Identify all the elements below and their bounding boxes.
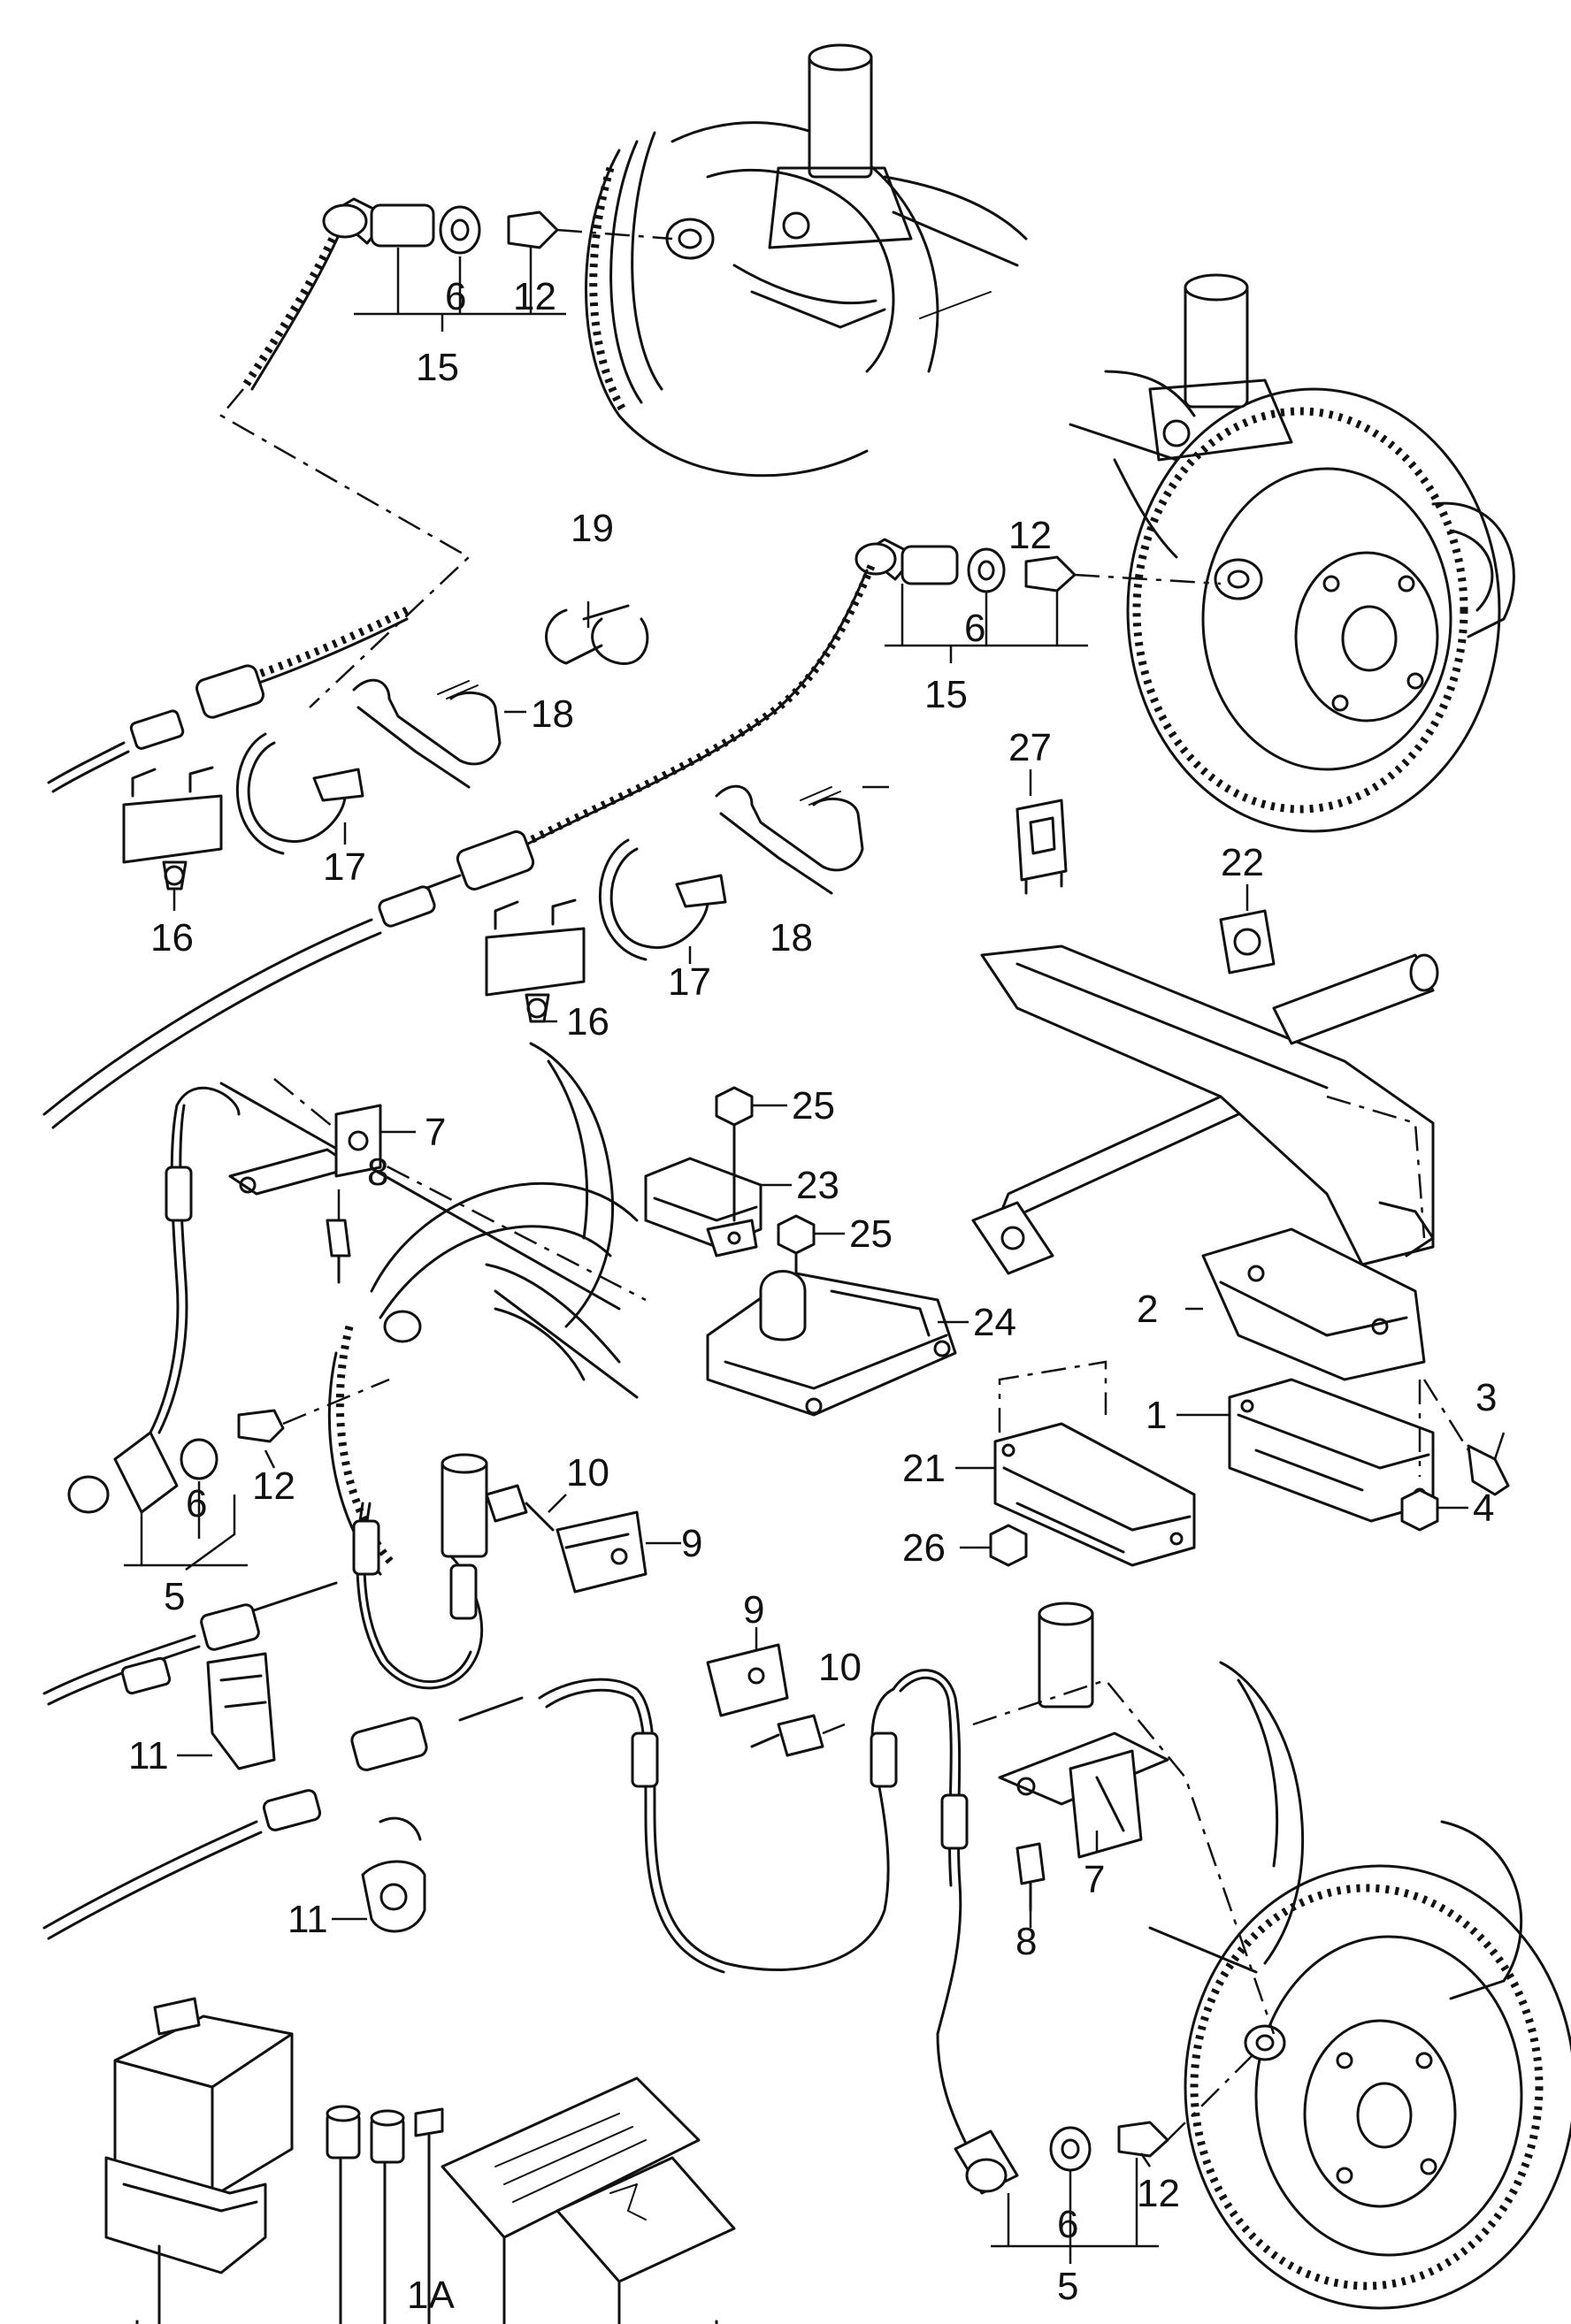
- callout-12-left: 12: [252, 1464, 295, 1508]
- callout-26: 26: [902, 1526, 946, 1570]
- bracket-9-top: [556, 1510, 648, 1594]
- callout-7-bottom: 7: [1084, 1858, 1105, 1901]
- callout-15-mid: 15: [924, 673, 968, 716]
- callout-18-mid: 18: [770, 916, 813, 959]
- callout-16-left: 16: [150, 916, 194, 959]
- strap-clip-17-mid: [598, 838, 727, 961]
- callout-11-top: 11: [128, 1734, 169, 1777]
- sensor-23: [644, 1157, 763, 1258]
- callout-27: 27: [1008, 726, 1052, 769]
- callout-8-top: 8: [367, 1151, 388, 1194]
- strap-clip-18-left: [352, 678, 502, 789]
- callout-5-right: 5: [1057, 2265, 1078, 2308]
- callout-6-mid: 6: [964, 607, 985, 650]
- nut-26: [989, 1524, 1028, 1567]
- sensor-cable-left-lower: [42, 1502, 483, 1706]
- control-unit-24: [706, 1270, 957, 1417]
- bolt-3: [1422, 1379, 1510, 1496]
- callout-4: 4: [1473, 1487, 1494, 1530]
- clip-11-top: [206, 1652, 276, 1770]
- callout-25-top: 25: [792, 1084, 835, 1128]
- rear-left-hub-assembly: [585, 43, 1028, 478]
- callout-22: 22: [1221, 841, 1264, 884]
- control-unit-21: [993, 1360, 1196, 1567]
- sensor-cable-lower: [42, 1678, 898, 1974]
- callout-7-top: 7: [425, 1111, 446, 1154]
- callout-12-right: 12: [1137, 2172, 1180, 2215]
- callout-15-top: 15: [416, 346, 459, 389]
- abs-unit-kit-1A: [104, 1997, 736, 2324]
- bolt-8-top: [326, 1219, 351, 1284]
- sender-22: [1219, 909, 1276, 975]
- sensor-cable-mid: [42, 564, 876, 1129]
- callout-18-left: 18: [531, 692, 574, 736]
- nut-4: [1400, 1380, 1439, 1532]
- clip-19: [545, 604, 649, 665]
- sensor-cable-left: [67, 1086, 390, 1514]
- front-right-hub-assembly: [1069, 273, 1515, 833]
- bracket-7-top: [228, 1104, 382, 1196]
- callout-16-mid: 16: [566, 1000, 609, 1044]
- callout-17-mid: 17: [668, 960, 711, 1004]
- wheel-speed-sensor-top: [240, 197, 673, 392]
- holder-16-mid: [485, 898, 586, 1023]
- leader-lines: [124, 248, 1506, 2264]
- callout-6-top: 6: [445, 275, 466, 318]
- switch-27: [1015, 799, 1068, 895]
- bolt-10-top: [485, 1484, 555, 1532]
- callout-6-left: 6: [186, 1482, 207, 1525]
- steering-column-assembly: [971, 944, 1439, 1275]
- callout-10-top: 10: [566, 1451, 609, 1495]
- holder-16-left: [122, 766, 223, 891]
- left-hub-assembly: [219, 1042, 647, 1576]
- callout-labels: 15 6 12 19 18 17 16 12 6 15 27 22 18 17 …: [128, 275, 1497, 2317]
- callout-23: 23: [796, 1164, 839, 1207]
- nut-25-top: [715, 1086, 754, 1222]
- callout-2: 2: [1137, 1288, 1158, 1331]
- callout-21: 21: [902, 1447, 946, 1490]
- sensor-cable-top-left: [47, 388, 471, 793]
- callout-24: 24: [973, 1301, 1016, 1344]
- strap-clip-17-left: [235, 732, 364, 855]
- callout-3: 3: [1475, 1376, 1497, 1419]
- callout-8-bottom: 8: [1015, 1920, 1037, 1963]
- sensor-cable-right: [892, 1669, 1257, 2195]
- callout-6-right: 6: [1057, 2203, 1078, 2246]
- front-left-hub-assembly: [972, 1602, 1571, 2310]
- callout-12-top: 12: [513, 275, 556, 318]
- callout-17-left: 17: [323, 845, 366, 889]
- callout-12-mid: 12: [1008, 514, 1052, 557]
- callout-1A: 1A: [407, 2274, 455, 2317]
- bolt-10-mid: [750, 1714, 824, 1757]
- wheel-speed-sensor-mid: [854, 538, 1222, 593]
- callout-1: 1: [1146, 1394, 1167, 1437]
- bracket-9-mid: [706, 1643, 789, 1717]
- callout-9-mid: 9: [743, 1588, 764, 1632]
- strap-clip-18-mid: [715, 784, 864, 895]
- bolt-8-bottom: [1015, 1842, 1046, 1912]
- callout-5-left: 5: [164, 1575, 185, 1618]
- callout-10-mid: 10: [818, 1646, 862, 1689]
- callout-11-bottom: 11: [287, 1898, 328, 1941]
- callout-19: 19: [571, 507, 614, 550]
- callout-25-bottom: 25: [849, 1212, 893, 1256]
- bracket-7-bottom: [998, 1732, 1169, 1859]
- bracket-2: [1201, 1227, 1426, 1381]
- clip-11-bottom: [361, 1816, 426, 1933]
- callout-9-top: 9: [681, 1522, 702, 1565]
